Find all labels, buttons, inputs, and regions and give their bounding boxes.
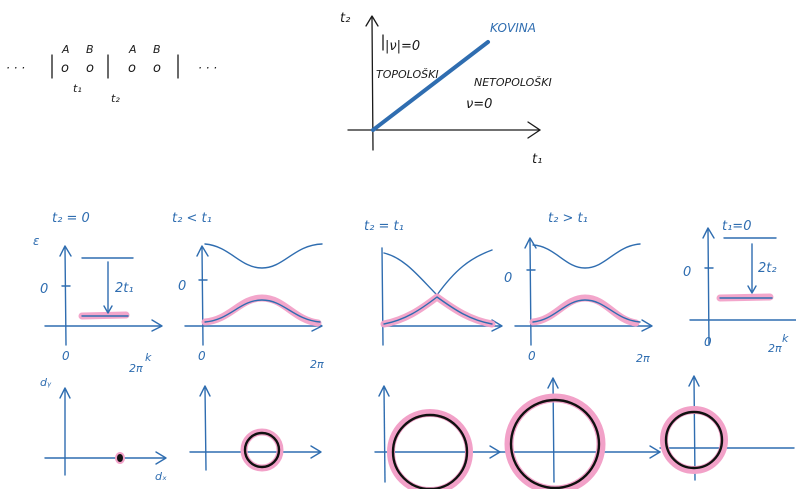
panel-2-upper-band xyxy=(204,243,323,269)
panel-1-k-start: 0 xyxy=(62,349,70,363)
panel-5-energy-axis xyxy=(707,229,710,346)
panel-5-gap-arrowhead xyxy=(747,285,757,294)
chain-dots-left: · · · xyxy=(6,61,25,75)
panel-4-lower-band xyxy=(532,299,641,323)
panel-1-energy-axis xyxy=(64,247,67,346)
site-a-orbital-1: o xyxy=(61,61,69,76)
panel-5-zero-label: 0 xyxy=(683,265,691,280)
trivial-invariant: ν=0 xyxy=(466,97,492,112)
panel-4-k-arrow xyxy=(641,319,653,332)
panel-2-dy-arrow xyxy=(199,385,211,397)
panel-1-k-axis-label: k xyxy=(145,351,152,364)
panel-2-dx-arrow xyxy=(310,445,322,459)
panel-t2-zero: t₂ = 0 ε 0 2t₁ 0 2π k dᵧ dₓ xyxy=(33,211,167,483)
panel-4-k-start: 0 xyxy=(528,349,536,363)
panel-2-k-start: 0 xyxy=(198,349,206,363)
phase-x-arrow xyxy=(527,121,541,139)
panel-4-lower-band-highlight xyxy=(529,294,640,327)
panel-1-d-point xyxy=(117,454,123,462)
panel-3-title: t₂ = t₁ xyxy=(364,219,404,234)
panel-5-dy-arrow xyxy=(688,375,700,387)
panel-5-gap-label: 2t₂ xyxy=(758,261,777,276)
metal-boundary-line xyxy=(371,40,490,132)
topological-region-label: TOPOLOŠKI xyxy=(376,68,439,81)
panel-4-k-end: 2π xyxy=(636,352,650,365)
panel-4-dy-arrow xyxy=(547,377,559,389)
panel-2-title: t₂ < t₁ xyxy=(172,211,212,226)
panel-5-k-start: 0 xyxy=(704,335,712,349)
panel-1-title: t₂ = 0 xyxy=(52,211,90,226)
panel-1-dy-arrow xyxy=(59,387,71,399)
panel-1-gap-label: 2t₁ xyxy=(115,281,134,296)
panel-t2-equal-t1: t₂ = t₁ xyxy=(364,219,503,489)
panel-1-k-end: 2π xyxy=(129,362,143,375)
panel-t1-zero: t₁=0 0 2t₂ 0 2π k xyxy=(659,219,796,481)
hopping-t2-label: t₂ xyxy=(111,92,120,105)
site-a-label-1: A xyxy=(61,43,70,56)
site-b-label-2: B xyxy=(153,43,161,56)
panel-4-upper-band xyxy=(532,243,641,269)
hopping-t1-label: t₁ xyxy=(73,82,82,95)
panel-5-dy-axis xyxy=(693,377,696,481)
panel-3-dy-axis xyxy=(383,387,386,483)
panel-4-d-circle-highlight xyxy=(504,393,606,489)
panel-1-k-arrow xyxy=(151,319,163,332)
panel-3-d-circle-highlight xyxy=(387,409,473,489)
panel-4-d-circle xyxy=(509,398,601,489)
panel-2-lower-band-highlight xyxy=(201,294,322,327)
panel-4-dx-arrow xyxy=(649,445,661,459)
metal-boundary-label: KOVINA xyxy=(490,21,536,35)
panel-4-zero-label: 0 xyxy=(504,271,512,286)
site-a-label-2: A xyxy=(128,43,137,56)
panel-1-zero-label: 0 xyxy=(40,282,48,297)
energy-axis-label: ε xyxy=(33,234,40,248)
panel-3-energy-axis xyxy=(381,247,384,346)
panel-2-dy-axis xyxy=(204,387,207,471)
chain-dots-right: · · · xyxy=(198,61,217,75)
panel-5-d-circle xyxy=(664,410,724,470)
phase-y-axis-label: t₂ xyxy=(340,11,350,26)
topological-invariant: |ν|=0 xyxy=(385,39,420,54)
panel-3-upper-band xyxy=(383,249,493,296)
panel-3-lower-band xyxy=(383,296,493,325)
site-b-label-1: B xyxy=(86,43,94,56)
panel-1-dx-arrow xyxy=(155,451,167,465)
panel-t2-less-t1: t₂ < t₁ 0 0 2π xyxy=(172,211,324,472)
panel-1-energy-arrow xyxy=(59,245,72,257)
panel-5-title: t₁=0 xyxy=(722,219,751,234)
panel-2-energy-axis xyxy=(201,247,204,346)
panel-1-gap-arrowhead xyxy=(103,305,113,314)
phase-x-axis-label: t₁ xyxy=(532,152,542,167)
panel-2-zero-label: 0 xyxy=(178,279,186,294)
panel-4-title: t₂ > t₁ xyxy=(548,211,588,226)
panel-5-d-circle-highlight xyxy=(660,406,728,474)
panel-4-energy-axis xyxy=(529,239,532,346)
site-b-orbital-2: o xyxy=(153,61,161,76)
dy-axis-label: dᵧ xyxy=(40,376,52,389)
panel-2-energy-arrow xyxy=(196,245,209,257)
phase-diagram: t₂ t₁ |ν|=0 TOPOLOŠKI NETOPOLOŠKI ν=0 KO… xyxy=(340,11,552,167)
panel-5-k-axis-label: k xyxy=(782,332,789,345)
site-b-orbital-1: o xyxy=(86,61,94,76)
panel-3-dy-arrow xyxy=(378,385,390,397)
panel-3-d-circle xyxy=(391,413,469,489)
site-a-orbital-2: o xyxy=(128,61,136,76)
trivial-region-label: NETOPOLOŠKI xyxy=(474,76,552,89)
panel-2-d-circle xyxy=(243,431,281,469)
phase-y-arrow xyxy=(365,15,379,27)
panel-t2-greater-t1: t₂ > t₁ 0 0 2π xyxy=(499,211,661,489)
dx-axis-label: dₓ xyxy=(155,470,167,483)
panel-5-energy-arrow xyxy=(702,227,715,239)
ssh-chain-sketch: · · · A B o o A B o o · · · t₁ t₂ xyxy=(6,43,217,105)
panel-5-k-end: 2π xyxy=(768,342,782,355)
panel-2-lower-band xyxy=(204,299,321,323)
panel-2-k-end: 2π xyxy=(310,358,324,371)
panel-3-k-arrow xyxy=(491,319,503,332)
